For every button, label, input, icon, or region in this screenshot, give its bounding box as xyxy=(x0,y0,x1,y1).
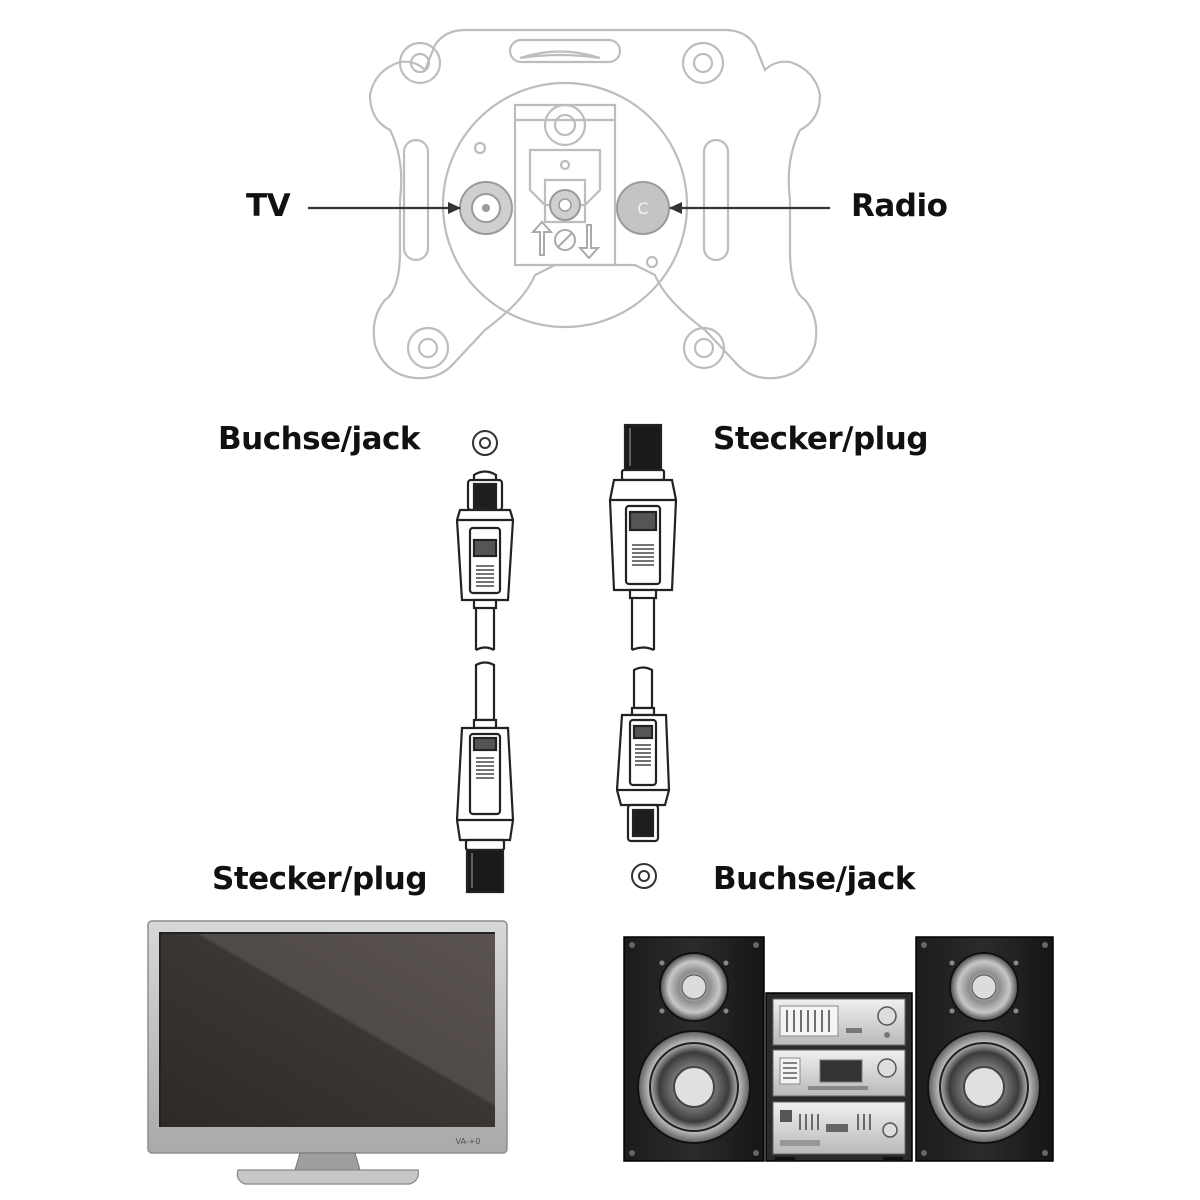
tv-label: TV xyxy=(246,188,291,224)
coax-plug-connector-top xyxy=(608,423,678,652)
small-jack-socket-icon xyxy=(472,430,498,456)
top-right-connector-label: Stecker/plug xyxy=(713,421,929,457)
hifi-stereo-system-icon xyxy=(623,936,1054,1162)
tv-panel-buttons: VA-+0 xyxy=(456,1137,481,1146)
wall-outlet-icon xyxy=(368,28,822,380)
top-left-connector-label: Buchse/jack xyxy=(218,421,420,457)
radio-port-mark: C xyxy=(637,199,648,218)
bottom-right-connector-label: Buchse/jack xyxy=(713,861,915,897)
tv-monitor-icon xyxy=(147,920,508,1185)
small-jack-socket-bottom-icon xyxy=(631,863,657,889)
outlet-port-center xyxy=(549,189,581,221)
bottom-left-connector-label: Stecker/plug xyxy=(212,861,428,897)
coax-plug-connector-bottom xyxy=(455,661,515,894)
stereo-center-unit-icon xyxy=(765,992,913,1162)
outlet-port-tv xyxy=(459,181,513,235)
coax-jack-connector-bottom xyxy=(615,666,671,843)
radio-label: Radio xyxy=(851,188,948,224)
left-speaker-icon xyxy=(623,936,765,1162)
coax-jack-connector-top xyxy=(455,470,515,651)
right-speaker-icon xyxy=(915,936,1054,1162)
direction-arrows-icon xyxy=(530,220,601,260)
